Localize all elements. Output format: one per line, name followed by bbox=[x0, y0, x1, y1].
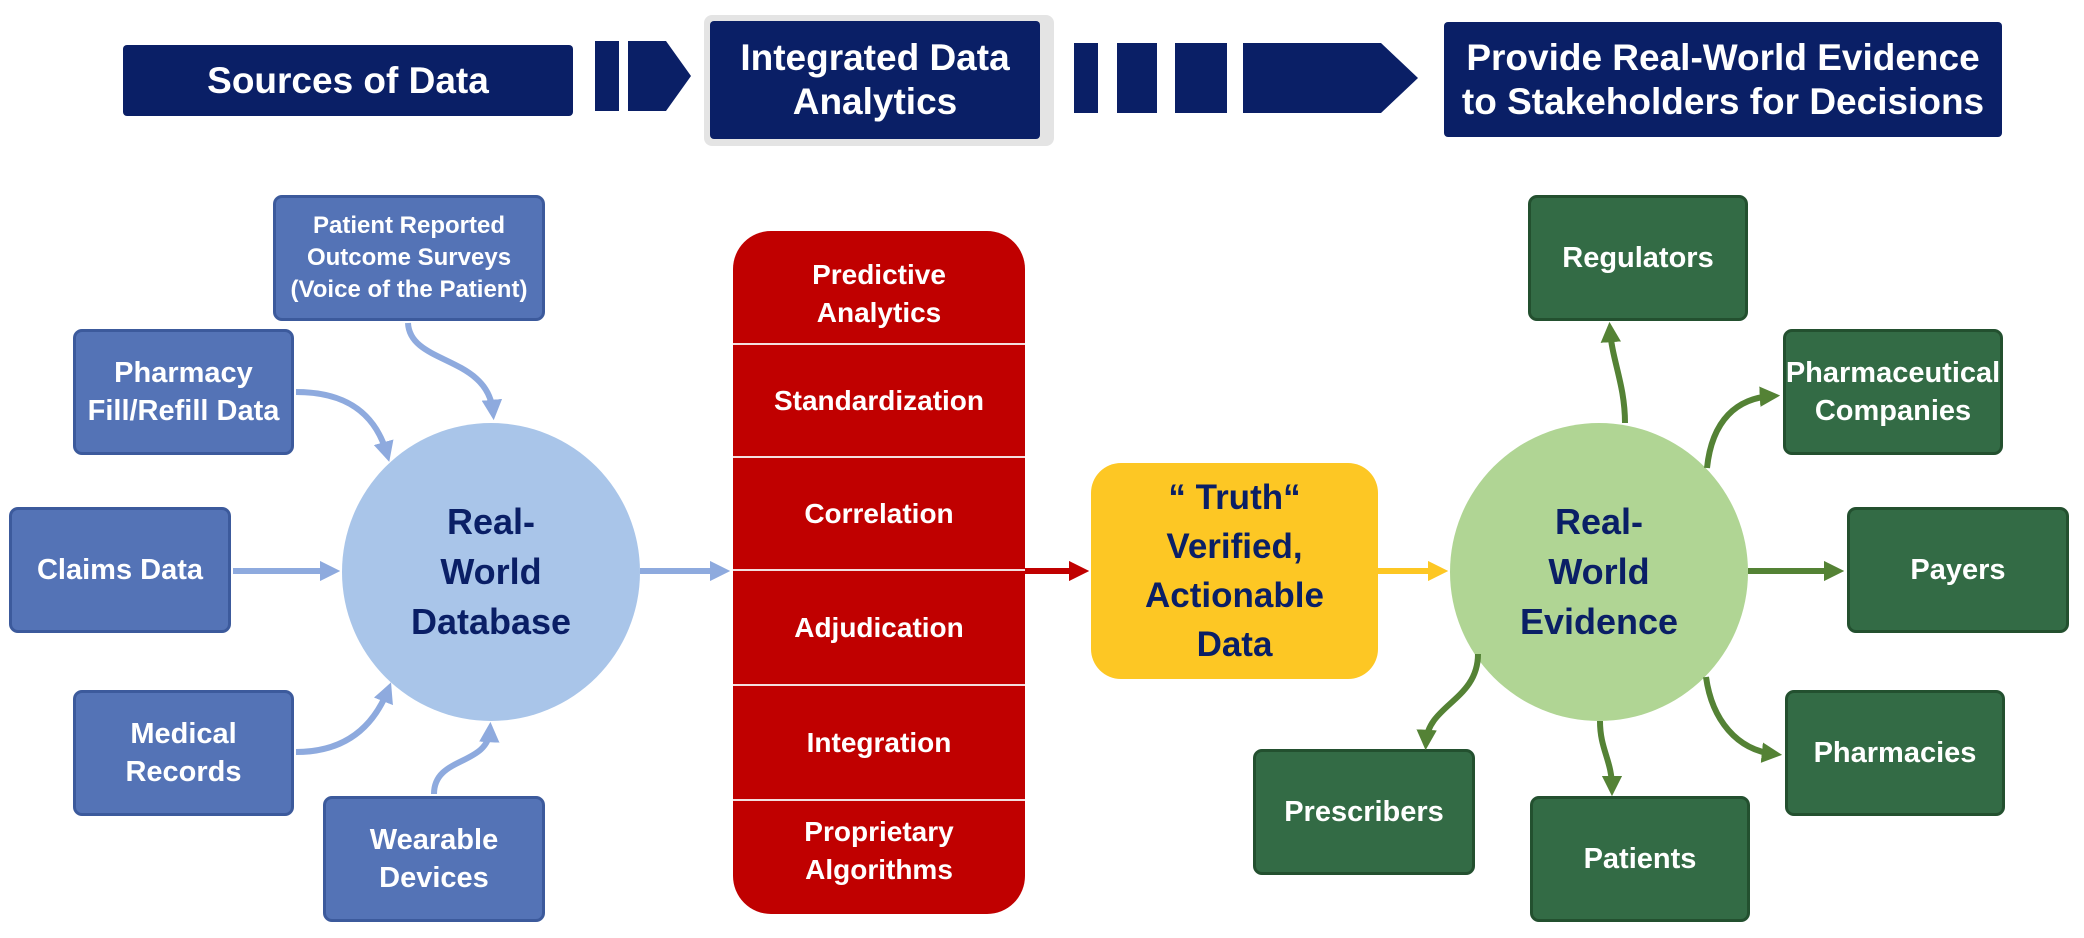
arrow-evidence-to-pharma bbox=[1704, 386, 1781, 469]
integrated-analytics-stack: Predictive Analytics Standardization Cor… bbox=[733, 231, 1025, 914]
source-pharmacy-line2: Fill/Refill Data bbox=[87, 395, 280, 427]
source-medical-records: Medical Records bbox=[73, 690, 294, 816]
banner-chevron-arrow-1 bbox=[628, 41, 691, 111]
evidence-line3: Evidence bbox=[1519, 601, 1679, 642]
stakeholder-pharma-line2: Companies bbox=[1814, 395, 1972, 427]
layer-adjudication-label: Adjudication bbox=[794, 611, 964, 643]
source-pro-line3: (Voice of the Patient) bbox=[290, 276, 528, 303]
layer-proprietary-line2: Algorithms bbox=[805, 853, 953, 885]
source-claims-label: Claims Data bbox=[36, 554, 203, 586]
database-line3: Database bbox=[410, 601, 572, 642]
database-line2: World bbox=[440, 551, 542, 592]
source-pharmacy-line1: Pharmacy bbox=[114, 357, 253, 389]
arrow-evidence-to-pharmacies bbox=[1703, 676, 1783, 763]
layer-adjudication: Adjudication bbox=[733, 569, 1025, 684]
banner-integrated-analytics: Integrated Data Analytics bbox=[710, 21, 1040, 139]
layer-proprietary-line1: Proprietary bbox=[804, 815, 954, 847]
evidence-line1: Real- bbox=[1554, 501, 1644, 542]
truth-line4: Data bbox=[1196, 625, 1273, 664]
banner-provide-evidence: Provide Real-World Evidence to Stakehold… bbox=[1444, 22, 2002, 137]
source-wearable-line2: Devices bbox=[379, 862, 489, 894]
stakeholder-patients: Patients bbox=[1530, 796, 1750, 922]
stakeholder-prescribers: Prescribers bbox=[1253, 749, 1475, 875]
stakeholder-patients-label: Patients bbox=[1583, 843, 1697, 875]
truth-line3: Actionable bbox=[1145, 576, 1324, 615]
layer-correlation: Correlation bbox=[733, 456, 1025, 569]
layer-predictive-line2: Analytics bbox=[816, 297, 942, 328]
source-claims-data: Claims Data bbox=[9, 507, 231, 633]
banner-chevron-bar-4 bbox=[1175, 43, 1227, 113]
source-pharmacy-fill-refill: Pharmacy Fill/Refill Data bbox=[73, 329, 294, 455]
layer-proprietary-algorithms: Proprietary Algorithms bbox=[733, 799, 1025, 914]
stakeholder-pharma-line1: Pharmaceutical bbox=[1785, 357, 2001, 389]
banner-chevron-bar-2 bbox=[1074, 43, 1098, 113]
layer-standardization-label: Standardization bbox=[773, 384, 984, 416]
stakeholder-payers: Payers bbox=[1847, 507, 2069, 633]
banner-analytics-line2: Analytics bbox=[792, 81, 958, 122]
layer-standardization: Standardization bbox=[733, 343, 1025, 456]
source-medical-line1: Medical bbox=[130, 718, 237, 750]
real-world-database: Real- World Database bbox=[342, 423, 640, 721]
layer-predictive-line1: Predictive bbox=[812, 259, 946, 290]
banner-chevron-bar-3 bbox=[1117, 43, 1157, 113]
truth-verified-actionable-data: “ Truth“ Verified, Actionable Data bbox=[1091, 463, 1378, 679]
banner-evidence-line1: Provide Real-World Evidence bbox=[1466, 36, 1980, 78]
source-wearable-devices: Wearable Devices bbox=[323, 796, 545, 922]
source-medical-line2: Records bbox=[125, 756, 242, 788]
banner-sources-label: Sources of Data bbox=[207, 59, 489, 101]
truth-line1: “ Truth“ bbox=[1168, 478, 1301, 517]
banner-chevron-bar-1 bbox=[595, 41, 619, 111]
stakeholder-payers-label: Payers bbox=[1910, 554, 2006, 586]
stakeholder-prescribers-label: Prescribers bbox=[1284, 796, 1444, 828]
database-line1: Real- bbox=[446, 501, 536, 542]
source-wearable-line1: Wearable bbox=[369, 824, 499, 856]
arrow-evidence-to-prescribers bbox=[1416, 653, 1481, 751]
arrow-wearable-to-database bbox=[431, 721, 500, 795]
layer-correlation-label: Correlation bbox=[804, 497, 954, 529]
stakeholder-pharmacies: Pharmacies bbox=[1785, 690, 2005, 816]
layer-integration: Integration bbox=[733, 684, 1025, 799]
source-pro-line1: Patient Reported bbox=[312, 212, 506, 239]
arrow-medical-to-database bbox=[295, 682, 393, 755]
arrow-evidence-to-regulators bbox=[1600, 321, 1628, 424]
banner-evidence-line2: to Stakeholders for Decisions bbox=[1461, 80, 1985, 122]
banner-sources-of-data: Sources of Data bbox=[123, 45, 573, 116]
arrow-evidence-to-patients bbox=[1597, 720, 1623, 797]
stakeholder-pharmaceutical-companies: Pharmaceutical Companies bbox=[1783, 329, 2003, 455]
banner-analytics-line1: Integrated Data bbox=[740, 37, 1010, 78]
real-world-evidence: Real- World Evidence bbox=[1450, 423, 1748, 721]
arrow-pro-to-database bbox=[405, 322, 503, 421]
banner-chevron-arrow-2 bbox=[1243, 43, 1418, 113]
layer-predictive-analytics: Predictive Analytics bbox=[733, 231, 1025, 343]
stakeholder-pharmacies-label: Pharmacies bbox=[1813, 737, 1977, 769]
evidence-line2: World bbox=[1548, 551, 1650, 592]
source-patient-reported-outcomes: Patient Reported Outcome Surveys (Voice … bbox=[273, 195, 545, 321]
truth-line2: Verified, bbox=[1166, 527, 1303, 566]
stakeholder-regulators: Regulators bbox=[1528, 195, 1748, 321]
stakeholder-regulators-label: Regulators bbox=[1562, 242, 1714, 274]
layer-integration-label: Integration bbox=[806, 726, 952, 758]
arrow-pharmacy-to-database bbox=[295, 389, 394, 462]
source-pro-line2: Outcome Surveys bbox=[306, 244, 512, 271]
